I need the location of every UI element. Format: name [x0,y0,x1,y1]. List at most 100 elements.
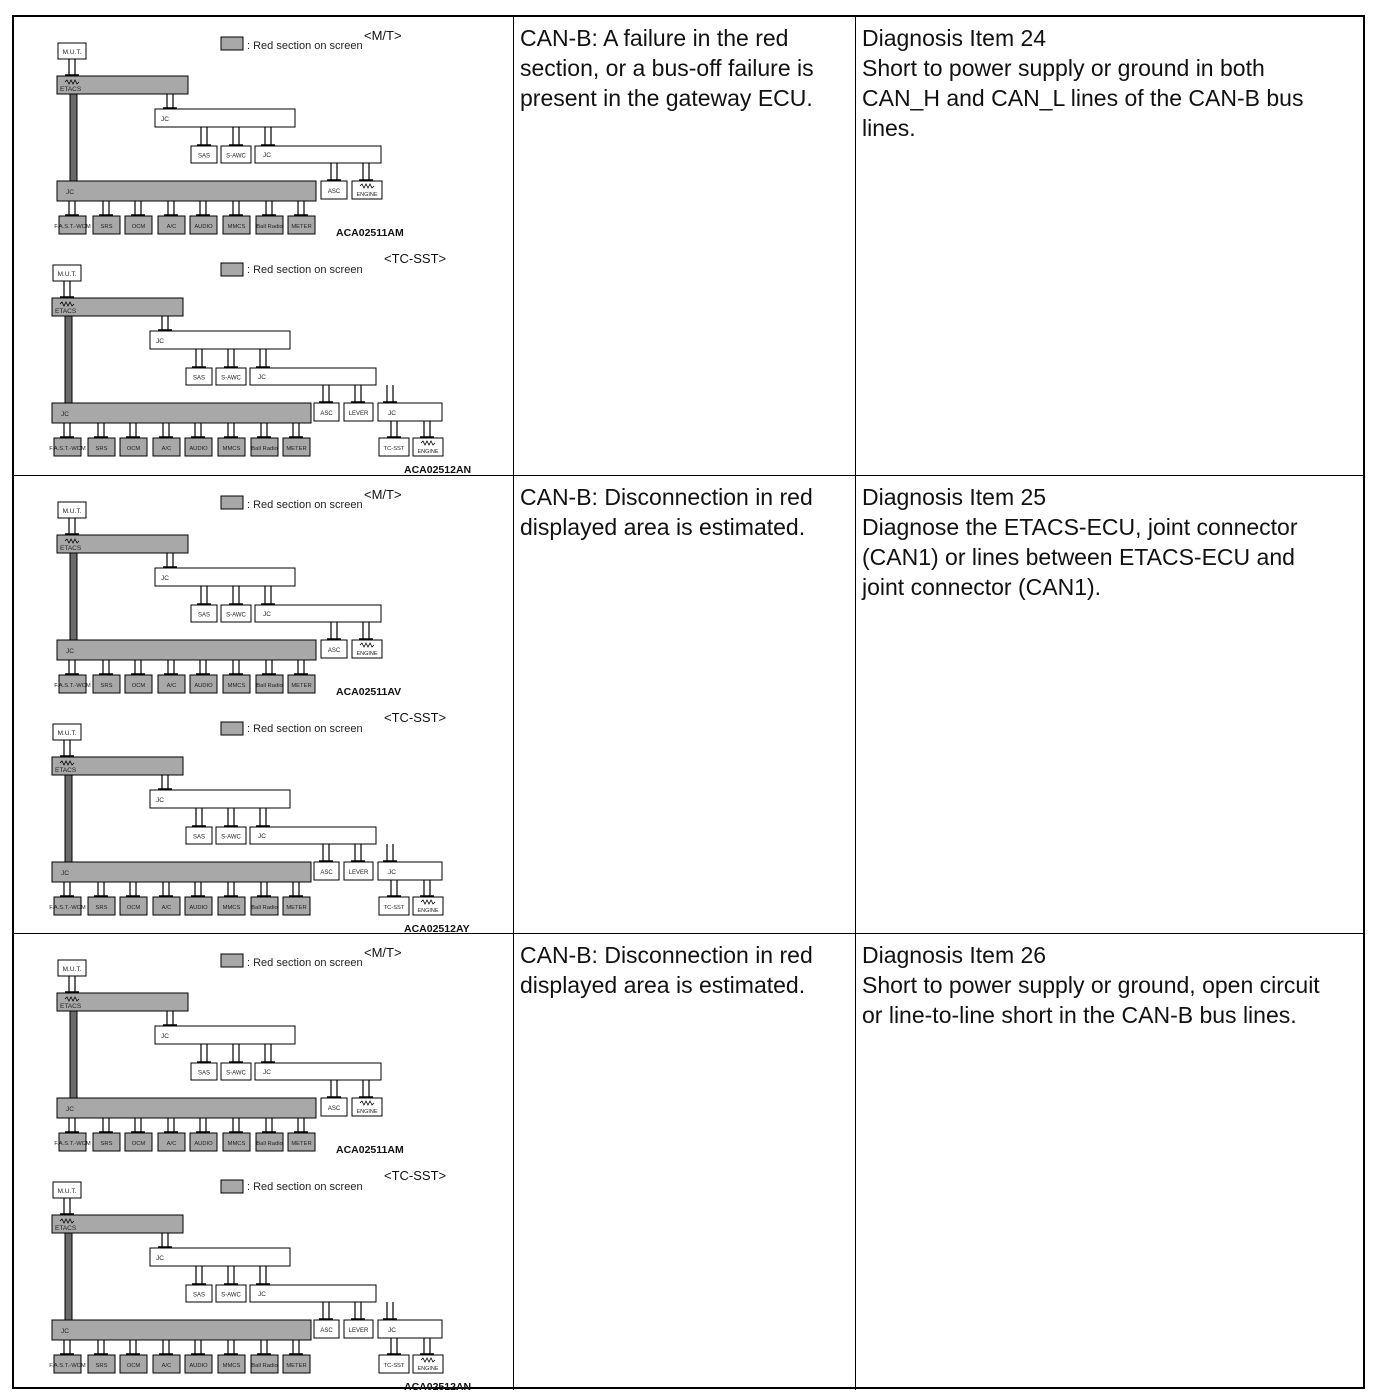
asc-label: ASC [328,648,341,654]
ecu-node-label: OCM [132,224,146,230]
asc-label: ASC [328,189,341,195]
network-diagram-mt: : Red section on screen<M/T>M.U.T.ETACSJ… [54,28,404,239]
sas-label: SAS [193,376,205,382]
jc-bus-label: JC [66,648,74,655]
resistor-icon [420,899,436,905]
ecu-node-box [124,215,153,235]
sawc-label: S-AWC [226,1071,246,1077]
bus-trunk [64,774,73,863]
sas-box [185,1284,213,1303]
figure-code: ACA02511AM [336,1144,404,1156]
resistor-icon [64,79,80,85]
jc-label: JC [156,1255,164,1262]
engine-label: ENGINE [417,908,438,914]
ecu-node-label: Ball Radio [256,224,282,230]
ecu-node-box [222,674,251,694]
ecu-node-box [184,437,213,457]
jc-label: JC [156,797,164,804]
resistor-icon [64,538,80,544]
etacs-label: ETACS [60,86,82,93]
ecu-node-box [255,1132,284,1152]
jc-box [377,402,443,422]
mut-box [52,723,82,741]
sawc-box [215,1284,247,1303]
ecu-node-box [53,896,82,916]
ecu-node-label: MMCS [228,683,246,689]
ecu-node-box [217,437,246,457]
status-cell: CAN-B: Disconnection in red displayed are… [514,934,856,1390]
status-line: CAN-B: Disconnection in red [520,942,813,968]
ecu-node-box [184,1354,213,1374]
lever-box [343,1319,374,1339]
mut-label: M.U.T. [58,271,77,278]
ecu-node-box [119,1354,148,1374]
ecu-node-box [250,896,279,916]
bus-trunk [69,93,78,182]
jc-bus-label: JC [66,1106,74,1113]
legend-text: : Red section on screen [247,499,363,511]
ecu-node-label: SRS [96,905,108,911]
ecu-node-box [287,1132,316,1152]
legend-swatch [220,1179,244,1194]
diagnosis-line: (CAN1) or lines between ETACS-ECU and [862,544,1295,570]
ecu-node-label: Ball Radio [251,905,277,911]
engine-label: ENGINE [356,651,377,657]
sawc-label: S-AWC [221,835,241,841]
mut-label: M.U.T. [63,966,82,973]
ecu-node-box [255,674,284,694]
sas-box [190,604,218,623]
jc-bus-box [56,639,317,661]
sas-label: SAS [198,1071,210,1077]
ecu-node-label: AUDIO [189,1363,208,1369]
variant-label: <TC-SST> [384,251,446,266]
mut-label: M.U.T. [58,1188,77,1195]
network-diagram-mt: : Red section on screen<M/T>M.U.T.ETACSJ… [54,945,404,1156]
legend-swatch [220,953,244,968]
ecu-node-label: MMCS [223,446,241,452]
jc-label: JC [263,611,271,618]
etacs-box [51,1214,184,1234]
etacs-box [56,992,189,1012]
status-line: section, or a bus-off failure is [520,55,814,81]
ecu-node-label: A/C [167,683,177,689]
mut-label: M.U.T. [58,730,77,737]
engine-box [351,639,383,659]
ecu-node-box [222,1132,251,1152]
mut-box [57,959,87,977]
legend-text: : Red section on screen [247,957,363,969]
jc-label: JC [263,152,271,159]
figure-code: ACA02512AN [404,464,471,475]
diagnosis-line: Diagnosis Item 24 [862,25,1047,51]
jc-label: JC [156,338,164,345]
ecu-node-label: MMCS [228,1141,246,1147]
mut-box [57,501,87,519]
diagnosis-line: joint connector (CAN1). [862,574,1102,600]
lever-label: LEVER [349,411,369,417]
jc-label: JC [161,1033,169,1040]
network-diagram-tc-sst: : Red section on screen<TC-SST>M.U.T.ETA… [49,710,469,934]
ecu-node-label: METER [286,905,306,911]
ecu-node-label: METER [286,1363,306,1369]
resistor-icon [359,1100,375,1106]
status-line: displayed area is estimated. [520,514,806,540]
ecu-node-label: AUDIO [189,446,208,452]
ecu-node-box [124,674,153,694]
ecu-node-box [87,1354,116,1374]
ecu-node-label: OCM [127,446,141,452]
ecu-node-box [152,437,181,457]
ecu-node-label: F.A.S.T.-WCM [54,683,91,689]
jc-box [149,1247,291,1267]
asc-box [320,639,348,659]
status-line: displayed area is estimated. [520,972,806,998]
engine-label: ENGINE [356,1109,377,1115]
ecu-node-label: Ball Radio [251,1363,277,1369]
ecu-node-label: A/C [167,1141,177,1147]
diagnosis-line: or line-to-line short in the CAN-B bus l… [862,1002,1297,1028]
variant-label: <TC-SST> [384,710,446,725]
jc-box [254,1062,382,1081]
mut-label: M.U.T. [63,508,82,515]
